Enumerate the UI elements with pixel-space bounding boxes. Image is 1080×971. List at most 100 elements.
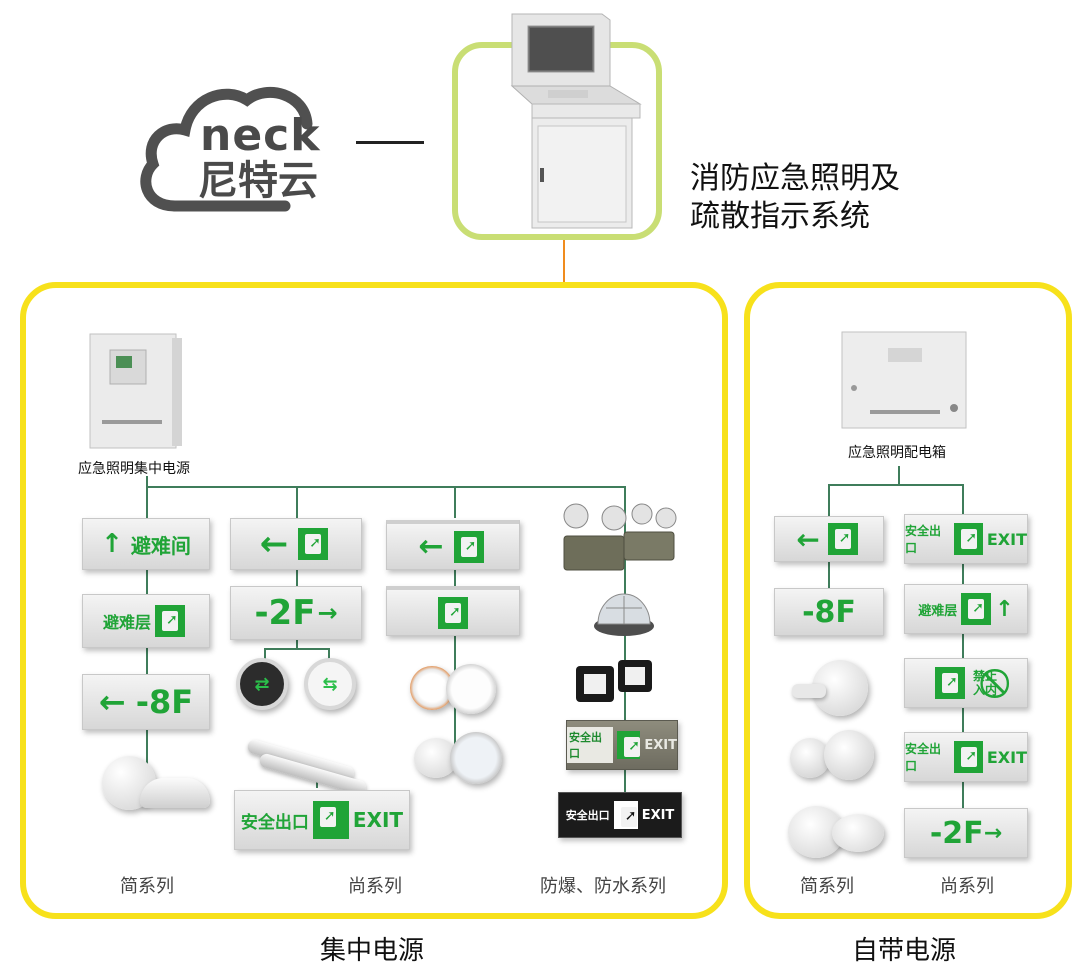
system-title-line1: 消防应急照明及 — [690, 161, 900, 196]
floor-b8-sign-left: ← -8F — [82, 674, 210, 730]
safe-exit-text-r1: 安全出口 — [905, 524, 942, 555]
self-contained-power-panel — [744, 282, 1072, 919]
floor-b8-text-left: -8F — [135, 683, 194, 721]
left-col3-line — [454, 560, 456, 760]
right-bus-line — [898, 466, 900, 484]
safe-exit-text-r2: 安全出口 — [905, 742, 942, 773]
exit-text-r2: EXIT — [986, 747, 1027, 767]
dome-light-base-icon — [140, 778, 210, 808]
floor-b2-sign-right: -2F → — [904, 808, 1028, 858]
refuge-floor-sign-right: 避难层 ➚ ↑ — [904, 584, 1028, 634]
right-drop-2 — [962, 484, 964, 518]
left-col2-branch-b — [328, 648, 330, 660]
distribution-box-label: 应急照明配电箱 — [848, 445, 946, 461]
round-indicator-light-icon: ⇆ — [304, 658, 356, 710]
left-arrow-icon: ← — [796, 522, 820, 556]
no-entry-text-2: 入内 — [972, 683, 997, 697]
floor-b2-text: -2F — [254, 593, 316, 633]
round-light-icon-2 — [824, 730, 874, 780]
explosion-proof-exit-sign: 安全出口 ➚ EXIT — [566, 720, 678, 770]
cabinet-link-line — [563, 240, 565, 286]
downlight-icon — [446, 664, 496, 714]
left-bus-line — [146, 476, 148, 486]
running-man-icon: ➚ — [312, 801, 349, 839]
running-man-icon: ➚ — [613, 801, 638, 829]
right-series-shang: 尚系列 — [940, 876, 994, 897]
running-man-icon: ➚ — [438, 596, 468, 629]
safe-exit-sign-right-2: 安全出口 ➚ EXIT — [904, 732, 1028, 782]
central-power-panel — [20, 282, 728, 919]
running-man-icon: ➚ — [453, 530, 484, 563]
floodlight-icon — [576, 660, 652, 702]
exit-left-sign-ceiling: ← ➚ — [386, 520, 520, 570]
running-man-icon: ➚ — [298, 528, 329, 560]
right-col1-line — [828, 560, 830, 604]
left-arrow-icon: ← — [418, 529, 444, 564]
right-series-jian: 简系列 — [800, 876, 854, 897]
floor-b8-text-right: -8F — [802, 594, 856, 630]
floor-b2-text-right: -2F — [929, 815, 984, 851]
central-power-label: 应急照明集中电源 — [78, 461, 190, 477]
explosion-proof-dome-light-icon — [594, 593, 654, 636]
refuge-floor-text-right: 避难层 — [918, 603, 958, 619]
refuge-room-text: 避难间 — [130, 533, 191, 558]
running-man-icon: ➚ — [961, 593, 992, 625]
cloud-logo-icon — [140, 86, 313, 212]
exit-left-sign: ← ➚ — [230, 518, 362, 570]
safe-exit-text: 安全出口 — [240, 812, 309, 833]
exit-text-r1: EXIT — [986, 529, 1027, 549]
round-indicator-dark-icon: ⇄ — [236, 658, 288, 710]
running-man-icon: ➚ — [934, 667, 965, 699]
exit-text: EXIT — [352, 808, 404, 832]
wall-light-base-icon — [792, 684, 826, 698]
explosion-proof-twin-light-icon — [563, 503, 677, 571]
refuge-room-sign: ↑ 避难间 — [82, 518, 210, 570]
left-arrow-icon: ← — [259, 524, 289, 564]
round-light-icon — [790, 738, 830, 778]
left-drop-4 — [624, 486, 626, 794]
left-drop-3 — [454, 486, 456, 518]
floor-b8-sign-right: -8F — [774, 588, 884, 636]
self-power-caption: 自带电源 — [852, 936, 957, 966]
left-series-jian: 简系列 — [120, 876, 174, 897]
distribution-box-icon — [841, 331, 967, 429]
right-bus-horizontal — [828, 484, 964, 486]
left-drop-2 — [296, 486, 298, 518]
left-series-shang: 尚系列 — [348, 876, 402, 897]
left-series-explosion: 防爆、防水系列 — [540, 876, 666, 897]
system-title-line2: 疏散指示系统 — [690, 199, 870, 234]
exit-sign-ceiling: ➚ — [386, 586, 520, 636]
left-col2-branch — [264, 648, 330, 650]
up-arrow-icon: ↑ — [101, 529, 123, 559]
safe-exit-text-olive: 安全出口 — [567, 727, 614, 763]
safe-exit-text-dark: 安全出口 — [565, 809, 610, 822]
running-man-icon: ➚ — [954, 523, 983, 555]
exit-left-sign-right: ← ➚ — [774, 516, 884, 562]
left-arrow-icon: ← — [98, 683, 126, 721]
running-man-icon: ➚ — [827, 523, 858, 555]
running-man-icon: ➚ — [954, 741, 983, 773]
central-power-caption: 集中电源 — [320, 936, 425, 966]
running-man-icon: ➚ — [617, 731, 641, 759]
left-bus-horizontal — [146, 486, 624, 488]
running-man-icon: ➚ — [155, 605, 185, 637]
central-power-box-icon — [89, 333, 182, 449]
safe-exit-sign-right-1: 安全出口 ➚ EXIT — [904, 514, 1028, 564]
floor-b2-sign: -2F → — [230, 586, 362, 640]
logo-connector-line — [356, 141, 424, 144]
right-drop-1 — [828, 484, 830, 518]
right-arrow-icon: → — [317, 599, 338, 627]
up-arrow-icon: ↑ — [995, 596, 1014, 622]
logo-cn-text: 尼特云 — [198, 158, 318, 204]
refuge-floor-sign: 避难层 ➚ — [82, 594, 210, 648]
no-entry-sign: ➚ 禁止 入内 ⃠ — [904, 658, 1028, 708]
exit-text-olive: EXIT — [644, 737, 677, 753]
control-cabinet-icon — [510, 13, 642, 229]
waterproof-exit-sign: 安全出口 ➚ EXIT — [558, 792, 682, 838]
refuge-floor-text: 避难层 — [102, 613, 151, 632]
ceiling-light-icon-2 — [450, 732, 502, 784]
exit-text-dark: EXIT — [641, 807, 675, 823]
flat-round-light-icon-2 — [832, 814, 884, 852]
right-arrow-icon: → — [983, 820, 1003, 846]
